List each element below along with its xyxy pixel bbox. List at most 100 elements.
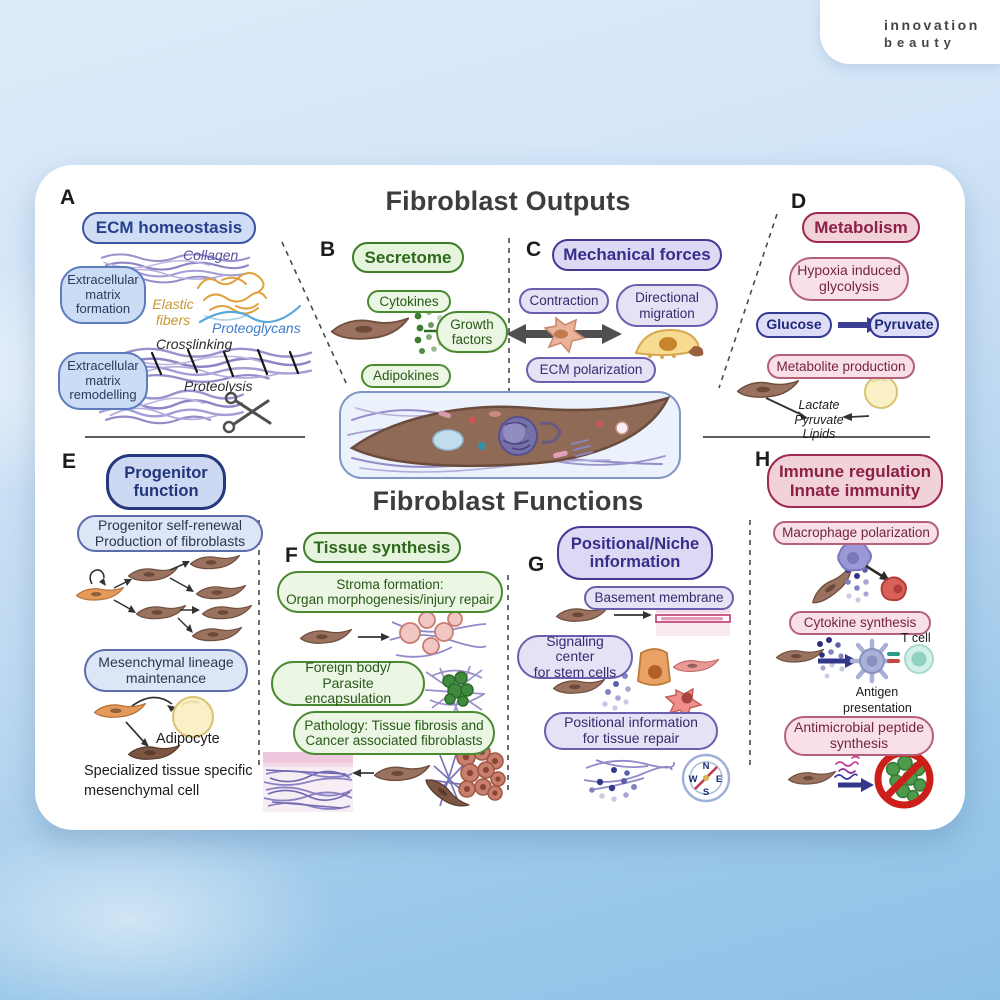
cytokines-pill: Cytokines xyxy=(367,290,451,313)
pathology-line2: Cancer associated fibroblasts xyxy=(305,733,483,748)
stroma-line2: Organ morphogenesis/injury repair xyxy=(286,592,494,607)
metabolite-production-pill: Metabolite production xyxy=(767,354,915,379)
ecm-remodelling-pill: Extracellular matrix remodelling xyxy=(58,352,148,410)
self-renewal-line2: Production of fibroblasts xyxy=(94,532,246,549)
signaling-line1: Signaling center xyxy=(546,632,604,665)
lineage-line1: Mesenchymal lineage xyxy=(98,653,234,670)
elastic-fibers-line2: fibers xyxy=(155,312,191,329)
foreign-line1: Foreign body/ xyxy=(305,659,391,675)
caf-tumor-art xyxy=(352,743,506,816)
logo-card xyxy=(820,0,1000,64)
adipokines-pill: Adipokines xyxy=(361,364,451,388)
cytokine-synthesis-art xyxy=(775,637,934,684)
tissue-repair-art xyxy=(583,759,675,802)
elastic-fibers-line1: Elastic xyxy=(152,296,194,312)
cytokine-synthesis-pill: Cytokine synthesis xyxy=(789,611,931,635)
compass-icon: N W E S xyxy=(681,753,731,803)
fibrosis-art xyxy=(263,752,353,812)
antimicrobial-line2: synthesis xyxy=(829,735,889,751)
metabolite-lipids: Lipids xyxy=(802,427,836,441)
growth-factors-line1: Growth xyxy=(450,316,494,332)
hypoxia-line1: Hypoxia induced xyxy=(797,262,901,279)
adipocyte-icon xyxy=(864,375,898,409)
pathology-line1: Pathology: Tissue fibrosis and xyxy=(304,717,484,733)
section-d-letter: D xyxy=(791,190,807,213)
signaling-line2: for stem cells xyxy=(533,663,617,680)
stroma-formation-art xyxy=(299,611,487,658)
progenitor-line2: function xyxy=(133,482,199,500)
metabolism-pill: Metabolism xyxy=(802,212,920,243)
section-e-letter: E xyxy=(62,450,77,473)
contracting-cell-icon xyxy=(543,316,586,354)
metabolite-lactate: Lactate xyxy=(798,398,840,412)
foreign-line2: Parasite encapsulation xyxy=(304,674,392,707)
signaling-center-art xyxy=(552,648,720,719)
migrating-cell-icon xyxy=(634,328,704,359)
stroma-formation-pill: Stroma formation:Organ morphogenesis/inj… xyxy=(277,571,503,613)
t-cell-label: T cell xyxy=(901,631,931,645)
central-fibroblast-illustration xyxy=(339,391,681,479)
basement-membrane-art xyxy=(555,606,731,636)
progenitor-tree xyxy=(75,554,253,642)
metabolite-arrows xyxy=(765,397,870,421)
tissue-synthesis-pill: Tissue synthesis xyxy=(303,532,461,563)
mechanical-forces-pill: Mechanical forces xyxy=(552,239,722,271)
caption-line1: Specialized tissue specific xyxy=(84,763,253,779)
ecm-polarization-pill: ECM polarization xyxy=(526,357,656,383)
crosslinking-fibers-icon xyxy=(124,347,313,384)
ecm-homeostasis-pill: ECM homeostasis xyxy=(82,212,256,244)
immune-line1: Immune regulation xyxy=(778,461,932,481)
encapsulation-art xyxy=(424,665,486,713)
contraction-pill: Contraction xyxy=(519,288,609,314)
positional-line1: Positional information xyxy=(564,714,698,731)
growth-factors-line2: factors xyxy=(451,332,493,347)
positional-line2: for tissue repair xyxy=(582,730,680,746)
antimicrobial-art xyxy=(787,749,934,809)
section-c-letter: C xyxy=(526,238,542,261)
title-fibroblast-functions: Fibroblast Functions xyxy=(372,486,644,516)
stroma-line1: Stroma formation: xyxy=(336,576,444,592)
niche-line1: Positional/Niche xyxy=(570,534,700,553)
self-renewal-line1: Progenitor self-renewal xyxy=(98,516,242,533)
proteolysis-label: Proteolysis xyxy=(184,378,253,394)
foreign-body-pill: Foreign body/Parasite encapsulation xyxy=(271,659,425,707)
compass-n: N xyxy=(703,761,710,772)
adipocyte-label: Adipocyte xyxy=(156,731,220,747)
ecm-formation-pill: Extracellular matrix formation xyxy=(60,266,146,324)
macrophage-polarization-pill: Macrophage polarization xyxy=(773,521,939,545)
macrophage-polarization-art xyxy=(806,541,907,608)
secretome-pill: Secretome xyxy=(352,242,464,273)
antigen-line1: Antigen xyxy=(855,685,899,699)
immune-line2: Innate immunity xyxy=(789,481,921,500)
caption-line2: mesenchymal cell xyxy=(84,782,200,799)
elastic-fibers-icon xyxy=(197,272,302,324)
pyruvate-pill: Pyruvate xyxy=(869,312,939,338)
logo-name-top: innovation xyxy=(884,17,980,33)
collagen-label: Collagen xyxy=(183,247,239,263)
section-h-letter: H xyxy=(755,448,771,471)
mesenchymal-cell-caption: Specialized tissue specific mesenchymal c… xyxy=(84,762,274,801)
directional-migration-line1: Directional xyxy=(635,290,699,306)
section-a-letter: A xyxy=(60,186,76,209)
section-g-letter: G xyxy=(528,553,545,576)
logo-name-bottom: beauty xyxy=(884,35,956,50)
hypoxia-line2: glycolysis xyxy=(819,278,879,294)
glucose-pill: Glucose xyxy=(756,312,832,338)
section-f-letter: F xyxy=(285,544,298,567)
compass-s: S xyxy=(703,787,709,798)
